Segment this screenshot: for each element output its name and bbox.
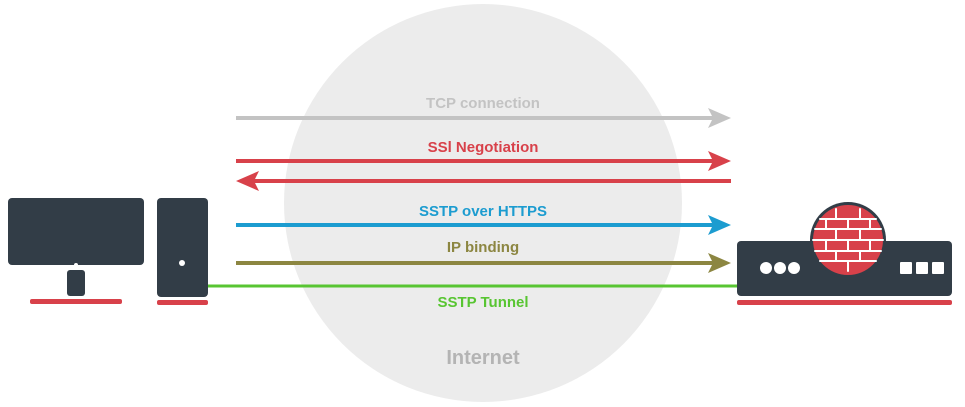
flow-sstp-https: SSTP over HTTPS: [236, 203, 731, 235]
internet-cloud: [284, 4, 682, 402]
monitor-icon: [8, 198, 144, 304]
flow-ssl-label: SSl Negotiation: [428, 139, 539, 156]
firewall-brick-icon: [810, 202, 886, 278]
flow-ip-binding-label: IP binding: [447, 239, 519, 256]
flow-sstp-tunnel: SSTP Tunnel: [208, 284, 737, 311]
computer-tower-icon: [157, 198, 208, 305]
flow-tcp-label: TCP connection: [426, 95, 540, 112]
ssl-arrow-head-left: [236, 171, 259, 191]
flow-ssl: SSl Negotiation: [236, 139, 731, 191]
sstp-arrow-head: [708, 215, 731, 235]
internet-label: Internet: [446, 347, 520, 369]
flow-sstp-https-label: SSTP over HTTPS: [419, 203, 547, 220]
ssl-arrow-head-right: [708, 151, 731, 171]
flow-sstp-tunnel-label: SSTP Tunnel: [437, 294, 528, 311]
flow-tcp: TCP connection: [236, 95, 731, 128]
tcp-arrow-head: [708, 108, 731, 128]
ip-arrow-head: [708, 253, 731, 273]
flow-ip-binding: IP binding: [236, 239, 731, 273]
